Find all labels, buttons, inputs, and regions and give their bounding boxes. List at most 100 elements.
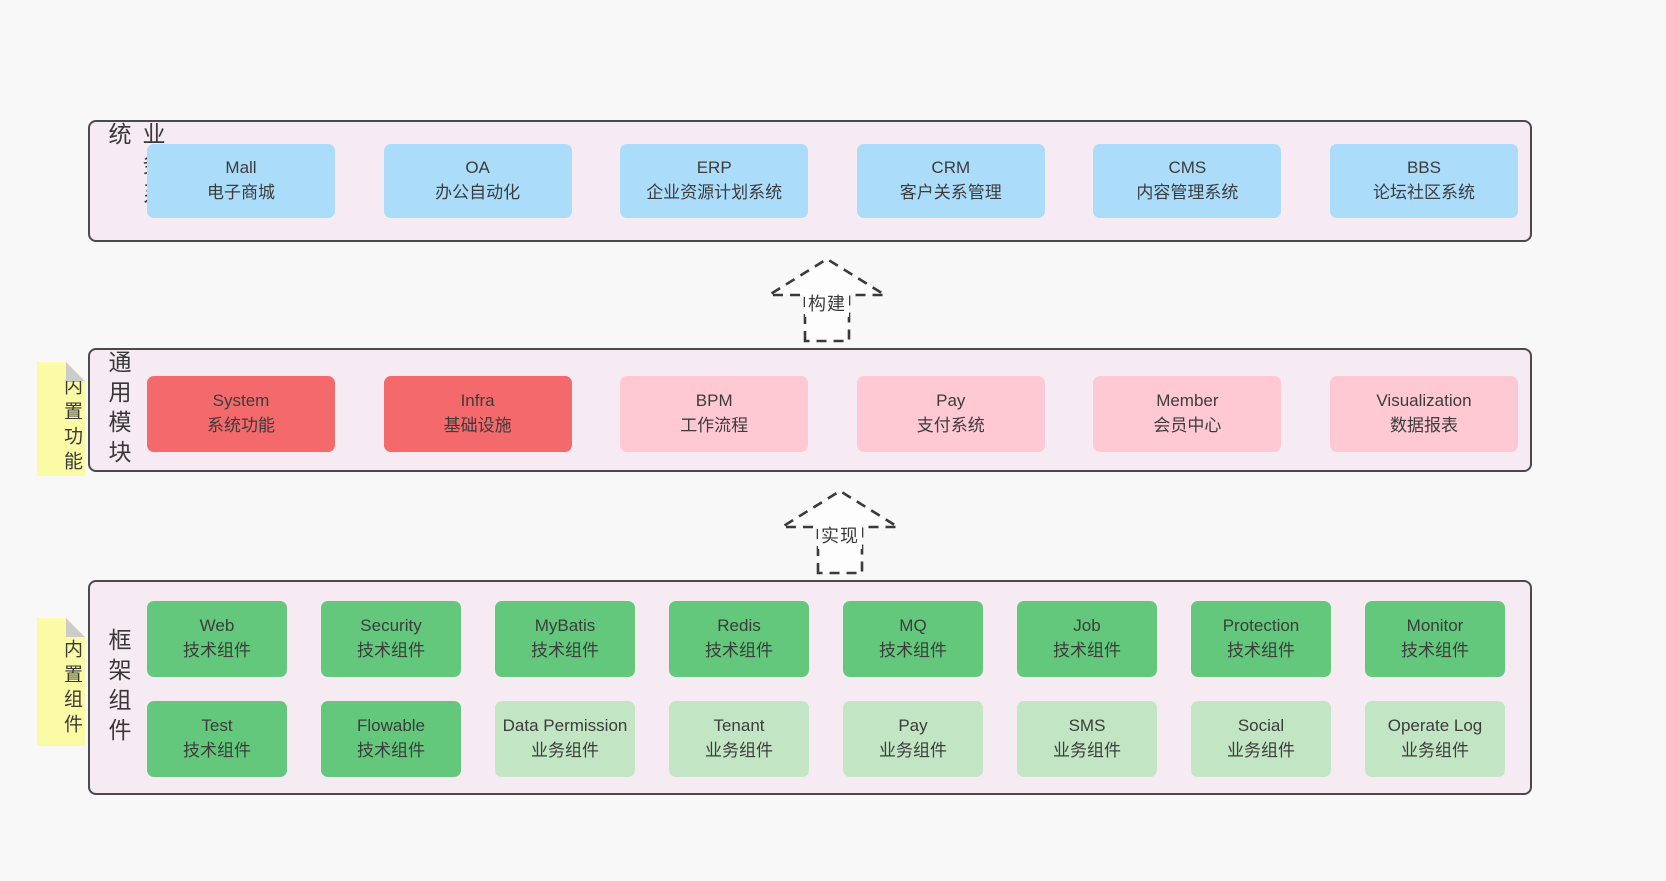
box-subtitle: 业务组件 [1401, 741, 1469, 760]
box-subtitle: 支付系统 [916, 416, 985, 435]
arrow-build: 构建 [757, 255, 897, 343]
box-title: Data Permission [502, 716, 628, 736]
box-title: CMS [1168, 158, 1207, 178]
box-flowable: Flowable 技术组件 [321, 701, 461, 777]
business-systems-row: Mall 电子商城 OA 办公自动化 ERP 企业资源计划系统 CRM 客户关系… [147, 144, 1518, 218]
box-title: CRM [931, 158, 971, 178]
box-subtitle: 数据报表 [1389, 416, 1458, 435]
box-bpm: BPM 工作流程 [620, 376, 809, 452]
box-oa: OA 办公自动化 [383, 144, 572, 218]
box-mq: MQ 技术组件 [843, 601, 983, 677]
common-modules-row: System 系统功能 Infra 基础设施 BPM 工作流程 Pay 支付系统… [147, 376, 1518, 452]
box-title: Member [1156, 391, 1219, 411]
panel-title-common-modules: 通用模块 [105, 350, 131, 470]
box-subtitle: 办公自动化 [435, 183, 521, 202]
box-subtitle: 业务组件 [531, 741, 599, 760]
box-title: SMS [1068, 716, 1106, 736]
box-title: Pay [898, 716, 928, 736]
box-subtitle: 技术组件 [879, 641, 947, 660]
panel-title-framework-components: 框架组件 [105, 627, 131, 748]
box-title: ERP [696, 158, 732, 178]
box-subtitle: 论坛社区系统 [1372, 183, 1475, 202]
box-title: OA [465, 158, 490, 178]
arrow-label: 构建 [805, 288, 849, 317]
box-subtitle: 技术组件 [357, 741, 425, 760]
box-subtitle: 技术组件 [531, 641, 599, 660]
box-title: Web [199, 616, 235, 636]
box-subtitle: 客户关系管理 [899, 183, 1002, 202]
box-title: Test [201, 716, 233, 736]
box-visualization: Visualization 数据报表 [1329, 376, 1518, 452]
box-subtitle: 技术组件 [1053, 641, 1121, 660]
box-subtitle: 电子商城 [207, 183, 275, 202]
box-title: Job [1073, 616, 1101, 636]
box-title: BBS [1406, 158, 1441, 178]
framework-components-row-2: Test 技术组件 Flowable 技术组件 Data Permission … [147, 701, 1505, 777]
panel-business-systems: 业务系统 Mall 电子商城 OA 办公自动化 ERP 企业资源计划系统 CRM… [88, 120, 1532, 242]
box-subtitle: 技术组件 [183, 641, 251, 660]
box-subtitle: 业务组件 [705, 741, 773, 760]
box-title: Monitor [1406, 616, 1464, 636]
box-title: Visualization [1376, 391, 1472, 411]
box-title: Pay [936, 391, 966, 411]
box-protection: Protection 技术组件 [1191, 601, 1331, 677]
sticky-note-builtin-features: 内置功能 [37, 362, 85, 476]
box-operate-log: Operate Log 业务组件 [1365, 701, 1505, 777]
box-subtitle: 会员中心 [1153, 416, 1222, 435]
box-security: Security 技术组件 [321, 601, 461, 677]
box-erp: ERP 企业资源计划系统 [620, 144, 809, 218]
box-title: Tenant [713, 716, 765, 736]
box-subtitle: 业务组件 [1053, 741, 1121, 760]
box-title: MQ [899, 616, 927, 636]
box-subtitle: 技术组件 [1401, 641, 1469, 660]
box-system: System 系统功能 [147, 376, 335, 452]
box-title: System [212, 391, 270, 411]
box-pay-component: Pay 业务组件 [843, 701, 983, 777]
panel-framework-components: 框架组件 Web 技术组件 Security 技术组件 MyBatis 技术组件… [88, 580, 1532, 795]
box-sms: SMS 业务组件 [1017, 701, 1157, 777]
box-subtitle: 系统功能 [207, 416, 275, 435]
box-crm: CRM 客户关系管理 [856, 144, 1045, 218]
arrow-implement: 实现 [770, 487, 910, 575]
box-title: Protection [1222, 616, 1300, 636]
box-mybatis: MyBatis 技术组件 [495, 601, 635, 677]
box-subtitle: 基础设施 [443, 416, 512, 435]
box-data-permission: Data Permission 业务组件 [495, 701, 635, 777]
box-subtitle: 业务组件 [1227, 741, 1295, 760]
note-label: 内置组件 [61, 639, 82, 739]
box-subtitle: 内容管理系统 [1136, 183, 1239, 202]
box-job: Job 技术组件 [1017, 601, 1157, 677]
box-cms: CMS 内容管理系统 [1093, 144, 1282, 218]
box-title: Social [1237, 716, 1285, 736]
box-subtitle: 工作流程 [680, 416, 749, 435]
box-subtitle: 企业资源计划系统 [646, 183, 783, 202]
arrow-label: 实现 [818, 520, 862, 549]
box-subtitle: 技术组件 [705, 641, 773, 660]
folded-corner [66, 362, 85, 381]
box-title: Infra [460, 391, 495, 411]
box-monitor: Monitor 技术组件 [1365, 601, 1505, 677]
box-pay-module: Pay 支付系统 [856, 376, 1045, 452]
box-title: Redis [717, 616, 761, 636]
box-title: Mall [225, 158, 257, 178]
box-redis: Redis 技术组件 [669, 601, 809, 677]
box-tenant: Tenant 业务组件 [669, 701, 809, 777]
box-subtitle: 技术组件 [1227, 641, 1295, 660]
box-infra: Infra 基础设施 [383, 376, 572, 452]
box-subtitle: 技术组件 [357, 641, 425, 660]
sticky-note-builtin-components: 内置组件 [37, 618, 85, 746]
panel-common-modules: 通用模块 System 系统功能 Infra 基础设施 BPM 工作流程 Pay… [88, 348, 1532, 472]
box-test: Test 技术组件 [147, 701, 287, 777]
folded-corner [66, 618, 85, 637]
box-social: Social 业务组件 [1191, 701, 1331, 777]
note-label: 内置功能 [61, 376, 82, 476]
box-web: Web 技术组件 [147, 601, 287, 677]
box-mall: Mall 电子商城 [147, 144, 335, 218]
box-title: Flowable [356, 716, 426, 736]
box-title: Security [360, 616, 422, 636]
box-subtitle: 业务组件 [879, 741, 947, 760]
box-title: MyBatis [534, 616, 596, 636]
box-title: BPM [695, 391, 733, 411]
box-subtitle: 技术组件 [183, 741, 251, 760]
